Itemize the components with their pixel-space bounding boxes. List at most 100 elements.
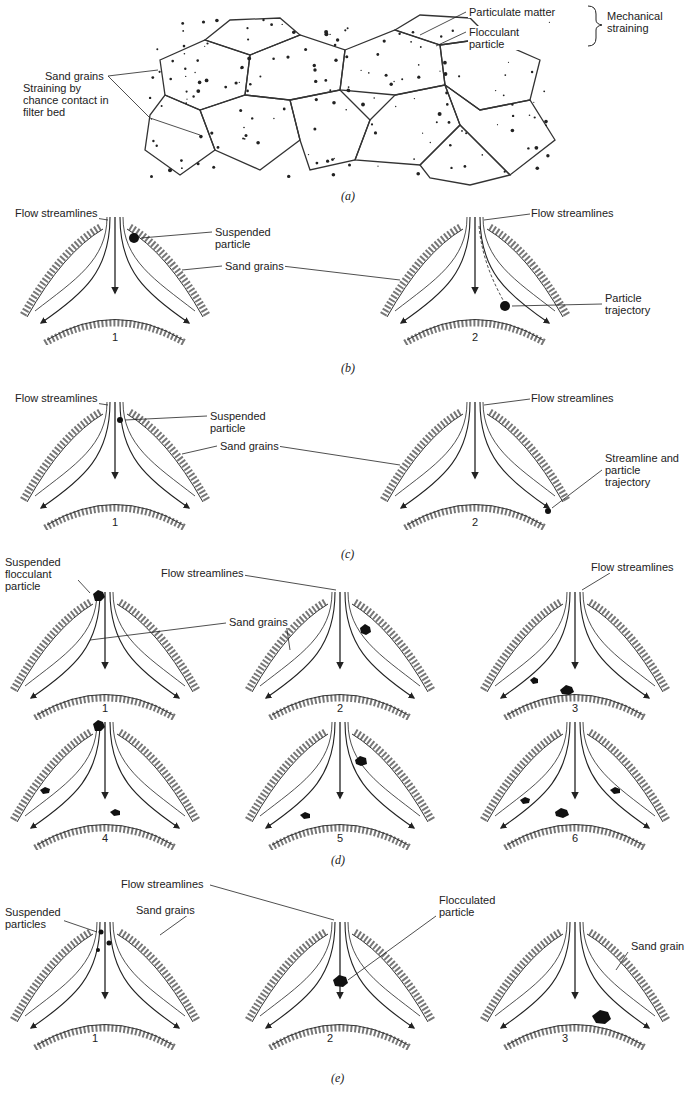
particle-speck bbox=[273, 118, 274, 119]
particle-speck bbox=[371, 123, 373, 125]
particle-speck bbox=[308, 154, 309, 155]
particle-speck bbox=[534, 116, 536, 118]
particle-speck bbox=[345, 109, 347, 111]
particle-speck bbox=[316, 162, 319, 165]
particle-speck bbox=[348, 86, 350, 88]
particle-speck bbox=[347, 90, 350, 93]
particle-speck bbox=[326, 160, 329, 163]
particle-speck bbox=[377, 166, 378, 167]
particle-speck bbox=[527, 147, 529, 149]
particle-speck bbox=[292, 31, 296, 35]
particle-speck bbox=[324, 30, 328, 34]
particle-speck bbox=[282, 24, 283, 25]
part-label: Flow streamlines bbox=[14, 392, 99, 404]
particle-speck bbox=[417, 76, 420, 79]
particle-speck bbox=[206, 42, 208, 44]
particle-speck bbox=[304, 48, 307, 51]
part-label: Suspended particle bbox=[209, 410, 281, 434]
particle-speck bbox=[334, 158, 335, 159]
particle-speck bbox=[348, 164, 351, 167]
step-number: 4 bbox=[101, 832, 109, 844]
particle-speck bbox=[376, 53, 379, 56]
panel-letter: (e) bbox=[330, 1072, 345, 1084]
particle-speck bbox=[401, 78, 403, 80]
particle-speck bbox=[210, 132, 213, 135]
particle-speck bbox=[535, 146, 539, 150]
particle-speck bbox=[511, 103, 513, 105]
particle-speck bbox=[192, 95, 194, 97]
part-label: Flow streamlines bbox=[160, 567, 245, 579]
particle-speck bbox=[332, 101, 336, 105]
particle-speck bbox=[239, 82, 240, 83]
particle-speck bbox=[438, 112, 442, 116]
particle-speck bbox=[512, 115, 514, 117]
particle-speck bbox=[531, 71, 533, 73]
part-label: Suspended particle bbox=[214, 226, 286, 250]
particle-speck bbox=[313, 128, 316, 131]
particle-speck bbox=[536, 167, 540, 171]
particle-speck bbox=[270, 23, 273, 26]
part-label: Sand grains bbox=[44, 70, 105, 82]
particle-speck bbox=[420, 46, 422, 48]
particle-speck bbox=[196, 59, 199, 62]
particle-speck bbox=[235, 81, 238, 84]
part-label: Streamline and particle trajectory bbox=[604, 452, 688, 488]
step-number: 6 bbox=[571, 832, 579, 844]
particle-speck bbox=[149, 97, 151, 99]
particle-speck bbox=[259, 75, 261, 77]
panel-letter: (c) bbox=[340, 548, 355, 560]
step-number: 5 bbox=[336, 832, 344, 844]
particle-speck bbox=[313, 68, 316, 71]
particle-speck bbox=[240, 66, 243, 69]
part-label: Flocculant particle bbox=[468, 26, 530, 50]
particle-speck bbox=[543, 90, 545, 92]
particle-speck bbox=[482, 154, 484, 156]
particle-speck bbox=[413, 158, 415, 160]
particle-speck bbox=[242, 137, 244, 139]
particle-speck bbox=[440, 35, 442, 37]
particle-speck bbox=[544, 120, 548, 124]
particle-speck bbox=[249, 83, 252, 86]
particle-speck bbox=[246, 90, 249, 93]
particle-speck bbox=[334, 44, 337, 47]
particle-speck bbox=[398, 33, 400, 35]
step-number: 2 bbox=[326, 1032, 334, 1044]
particle-speck bbox=[414, 98, 415, 99]
particle-speck bbox=[240, 67, 242, 69]
particle-speck bbox=[186, 99, 187, 100]
particle-speck bbox=[169, 78, 172, 81]
particle-speck bbox=[410, 41, 412, 43]
step-number: 2 bbox=[336, 702, 344, 714]
particle-speck bbox=[329, 89, 331, 91]
particle-speck bbox=[186, 91, 188, 93]
particle-speck bbox=[430, 142, 431, 143]
particle-speck bbox=[180, 159, 183, 162]
panel-letter: (a) bbox=[340, 190, 356, 202]
particle-speck bbox=[196, 89, 200, 93]
particle-speck bbox=[246, 27, 248, 29]
particle-speck bbox=[368, 72, 370, 74]
particle-speck bbox=[151, 76, 154, 79]
particle-speck bbox=[443, 61, 447, 65]
part-label: Mechanical straining bbox=[606, 10, 680, 34]
particle-speck bbox=[251, 117, 253, 119]
particle-speck bbox=[315, 98, 318, 101]
particle-speck bbox=[171, 60, 174, 63]
part-label: Flow streamlines bbox=[14, 207, 99, 219]
particle-speck bbox=[504, 74, 506, 76]
particle-speck bbox=[511, 129, 515, 133]
particle-speck bbox=[329, 34, 330, 35]
part-label: Suspended flocculant particle bbox=[4, 556, 78, 592]
particle-speck bbox=[183, 45, 186, 48]
particle-speck bbox=[215, 19, 219, 23]
particle-speck bbox=[334, 59, 337, 62]
particle-speck bbox=[314, 80, 317, 83]
particle-speck bbox=[287, 175, 290, 178]
particle-speck bbox=[450, 167, 452, 169]
particle-speck bbox=[546, 154, 549, 157]
step-number: 1 bbox=[101, 702, 109, 714]
particle-speck bbox=[244, 138, 246, 140]
particle-speck bbox=[422, 133, 423, 134]
particle-speck bbox=[545, 125, 547, 127]
step-number: 3 bbox=[561, 1032, 569, 1044]
